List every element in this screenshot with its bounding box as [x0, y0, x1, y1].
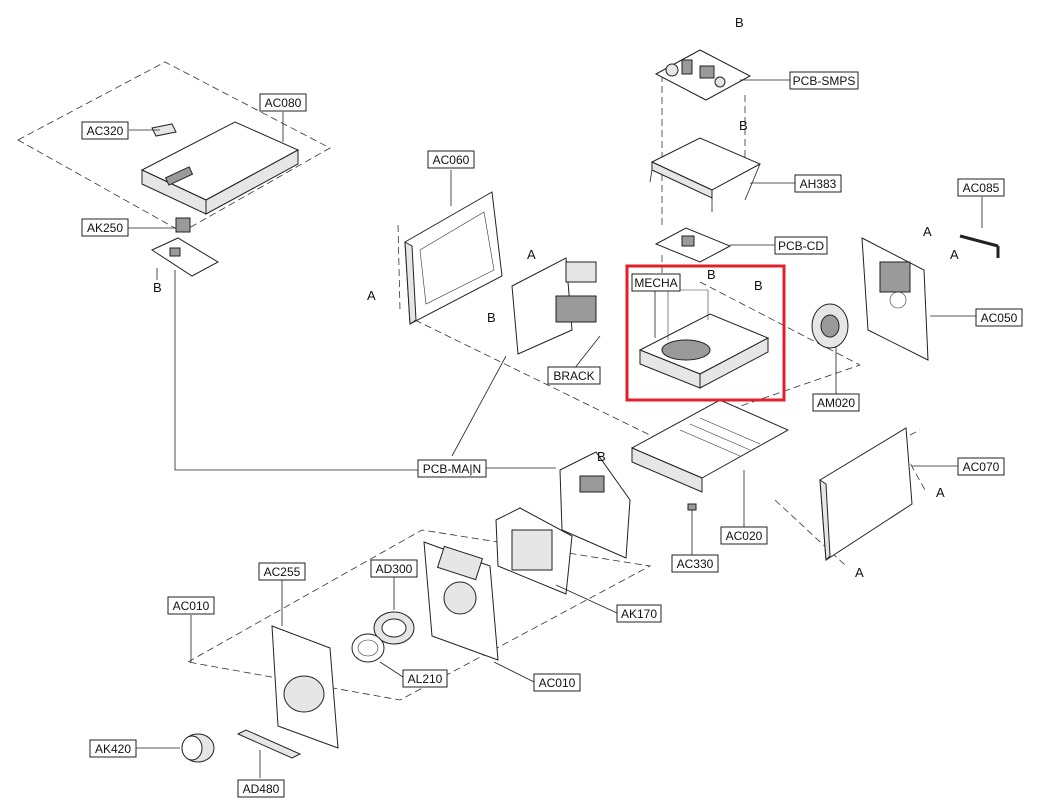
front-board-part: [495, 507, 573, 595]
ring-part: [373, 611, 415, 645]
svg-text:AC010: AC010: [173, 599, 210, 613]
reference-markers: B B B B B B B A A A A A A: [153, 15, 959, 580]
label-ac255: AC255: [258, 562, 306, 581]
label-ac060: AC060: [427, 150, 475, 169]
label-ac050: AC050: [975, 308, 1023, 327]
cd-board-part: [654, 227, 732, 263]
label-brack: BRACK: [547, 366, 601, 385]
ref-marker-a: A: [527, 247, 536, 262]
svg-text:AC010: AC010: [539, 676, 576, 690]
side-panel-part: [404, 191, 503, 325]
ref-marker-b: B: [597, 449, 606, 464]
svg-text:AC020: AC020: [726, 529, 763, 543]
back-panel-part: [861, 237, 929, 361]
svg-text:MECHA: MECHA: [634, 276, 677, 290]
svg-text:AL210: AL210: [408, 672, 443, 686]
front-panel-part: [423, 541, 499, 661]
ref-marker-a: A: [367, 288, 376, 303]
label-ac070: AC070: [957, 457, 1005, 476]
label-pcb-smps: PCB-SMPS: [789, 71, 859, 90]
label-ac085: AC085: [957, 178, 1005, 197]
label-ak170: AK170: [616, 604, 662, 623]
label-ac010-top: AC010: [167, 596, 215, 615]
svg-text:PCB-SMPS: PCB-SMPS: [793, 74, 856, 88]
label-ak250: AK250: [81, 218, 129, 237]
main-board-part: [559, 451, 631, 559]
ref-marker-b: B: [735, 15, 744, 30]
label-ad480: AD480: [237, 779, 285, 798]
ref-marker-b: B: [707, 267, 716, 282]
label-pcb-main: PCB-MA|N: [417, 459, 487, 478]
ref-marker-b: B: [487, 310, 496, 325]
ref-marker-a: A: [923, 224, 932, 239]
bracket-part: [511, 257, 597, 355]
ref-marker-b: B: [754, 278, 763, 293]
label-pcb-cd: PCB-CD: [774, 236, 828, 255]
fan-part: [811, 303, 849, 349]
svg-text:PCB-CD: PCB-CD: [778, 239, 824, 253]
svg-text:AK420: AK420: [95, 742, 131, 756]
switch-part: [156, 217, 191, 280]
label-am020: AM020: [812, 393, 860, 412]
svg-text:AK250: AK250: [87, 221, 123, 235]
top-cover-part: [140, 121, 300, 215]
leader-lines: [128, 79, 983, 778]
label-ad300: AD300: [370, 559, 418, 578]
cable-part: [959, 234, 1000, 258]
label-al210: AL210: [402, 669, 448, 688]
label-ac020: AC020: [720, 526, 768, 545]
frame-bracket-part: [649, 137, 762, 212]
ref-marker-a: A: [936, 485, 945, 500]
ref-marker-b: B: [739, 118, 748, 133]
svg-text:AH383: AH383: [800, 177, 837, 191]
tab-part: [151, 123, 177, 137]
label-ac330: AC330: [671, 554, 719, 573]
label-ac080: AC080: [259, 93, 307, 112]
ref-marker-b: B: [153, 280, 162, 295]
chassis-part: [630, 399, 790, 493]
trim-strip-part: [236, 729, 302, 759]
svg-text:AC085: AC085: [963, 181, 1000, 195]
svg-text:AD300: AD300: [376, 562, 413, 576]
label-ak420: AK420: [89, 739, 137, 758]
part-labels: AC080 AC320 AK250 AC060 BRACK PCB-MA|N P…: [81, 71, 1023, 798]
screw-part: [687, 503, 697, 511]
label-ac010-bottom: AC010: [533, 673, 581, 692]
right-side-panel-part: [819, 427, 913, 562]
label-mecha: MECHA: [631, 273, 681, 292]
svg-text:AK170: AK170: [621, 607, 657, 621]
svg-text:AC320: AC320: [87, 124, 124, 138]
svg-text:AC070: AC070: [963, 460, 1000, 474]
svg-text:AD480: AD480: [243, 782, 280, 796]
label-ac320: AC320: [81, 121, 129, 140]
volume-knob-part: [181, 733, 215, 763]
svg-text:AM020: AM020: [817, 396, 855, 410]
power-board-part: [654, 49, 752, 101]
ref-marker-a: A: [950, 247, 959, 262]
cd-mechanism-part: [638, 289, 770, 389]
svg-text:AC080: AC080: [265, 96, 302, 110]
svg-text:PCB-MA|N: PCB-MA|N: [423, 462, 481, 476]
lens-ring-part: [351, 633, 385, 663]
label-ah383: AH383: [794, 174, 842, 193]
svg-text:AC330: AC330: [677, 557, 714, 571]
svg-text:BRACK: BRACK: [553, 369, 594, 383]
small-pcb-part: [150, 237, 220, 277]
mecha-highlight-box: [625, 264, 786, 402]
ref-marker-a: A: [855, 565, 864, 580]
svg-text:AC060: AC060: [433, 153, 470, 167]
svg-text:AC050: AC050: [981, 311, 1018, 325]
svg-text:AC255: AC255: [264, 565, 301, 579]
bezel-part: [271, 625, 339, 749]
